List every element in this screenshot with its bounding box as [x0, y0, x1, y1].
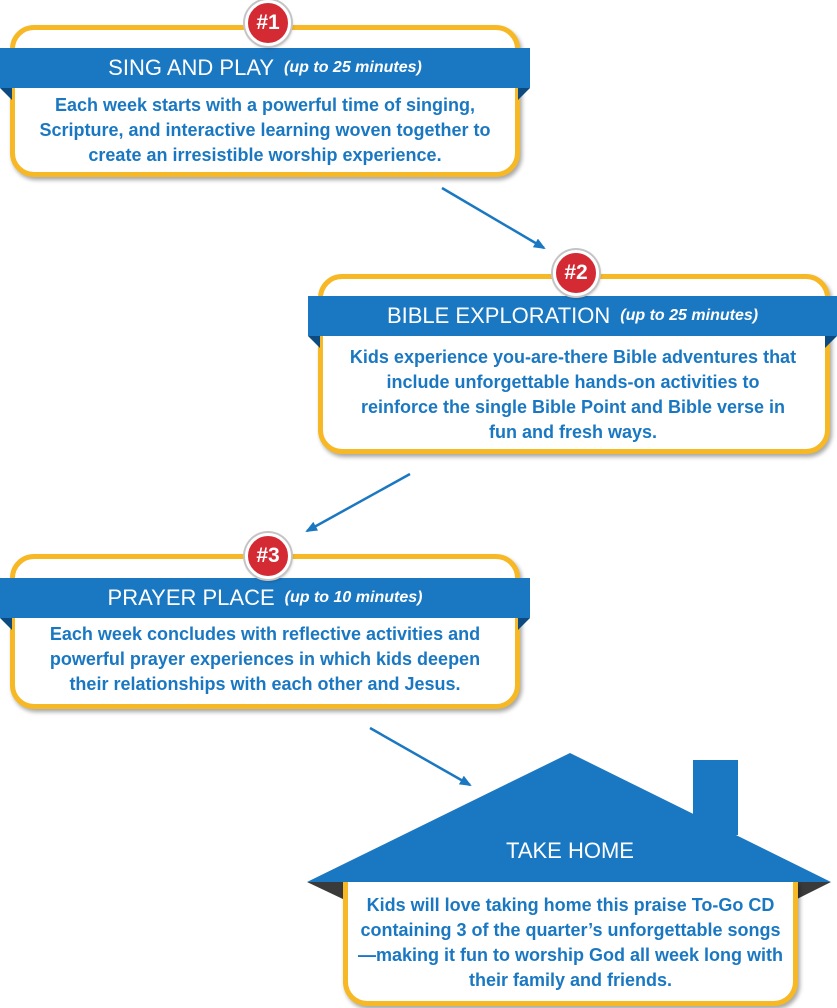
- step-2-banner-fold-right: [825, 336, 837, 348]
- step-1-badge: #1: [245, 0, 291, 46]
- step-3-duration: (up to 10 minutes): [284, 589, 423, 606]
- step-3-description: Each week concludes with reflective acti…: [49, 624, 481, 694]
- take-home-title: TAKE HOME: [506, 838, 634, 863]
- house-roof-shape: [307, 753, 831, 882]
- step-1-title: SING AND PLAY: [108, 55, 275, 80]
- step-1-duration: (up to 25 minutes): [284, 59, 422, 76]
- step-3-title: PRAYER PLACE: [107, 585, 275, 610]
- arrow-step3-to-take-home: [369, 726, 472, 787]
- house-eave-left: [307, 882, 345, 900]
- take-home-description: Kids will love taking home this praise T…: [358, 895, 784, 990]
- step-2-banner-fold-left: [308, 336, 320, 348]
- step-3-badge: #3: [245, 533, 291, 579]
- step-1-banner-fold-right: [518, 88, 530, 100]
- take-home-card: [343, 882, 798, 1006]
- step-3-banner: PRAYER PLACE (up to 10 minutes): [0, 578, 530, 618]
- step-2-duration: (up to 25 minutes): [620, 307, 759, 324]
- step-3-banner-fold-right: [518, 618, 530, 630]
- step-3-banner-fold-left: [0, 618, 12, 630]
- step-2-description: Kids experience you-are-there Bible adve…: [349, 347, 797, 442]
- house-eave-right: [795, 882, 831, 900]
- step-2-title: BIBLE EXPLORATION: [386, 303, 611, 328]
- step-1-banner: SING AND PLAY (up to 25 minutes): [0, 48, 530, 88]
- step-2-banner: BIBLE EXPLORATION (up to 25 minutes): [308, 296, 837, 336]
- step-1-description: Each week starts with a powerful time of…: [39, 95, 491, 165]
- arrow-step1-to-step2: [441, 186, 546, 250]
- step-2-badge: #2: [553, 250, 599, 296]
- step-1-banner-fold-left: [0, 88, 12, 100]
- arrow-step2-to-step3: [305, 472, 411, 533]
